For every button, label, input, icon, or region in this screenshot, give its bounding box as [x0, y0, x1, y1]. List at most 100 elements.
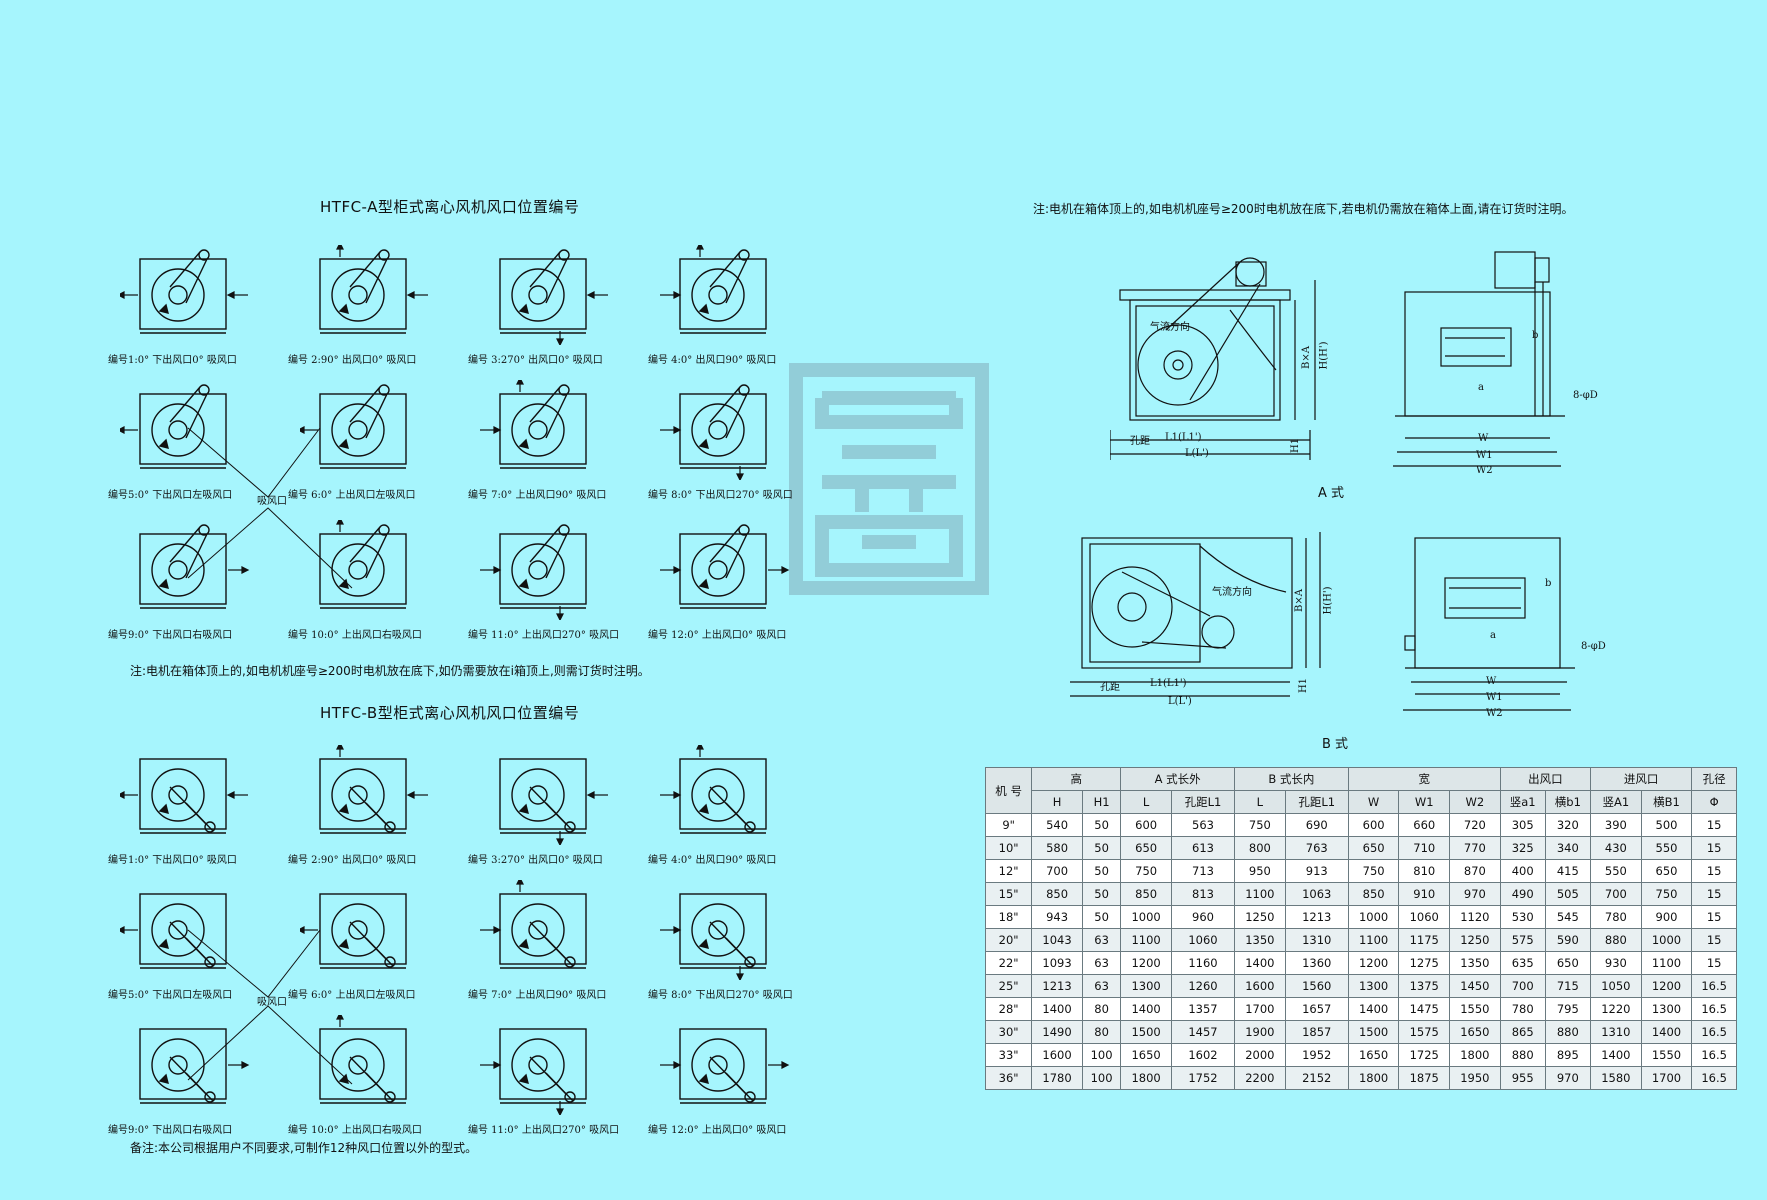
fan-position-diagram — [660, 893, 767, 980]
value-cell: 2152 — [1284, 1066, 1349, 1090]
value-cell: 650 — [1640, 859, 1693, 883]
b-hole-label: 孔距 — [1100, 682, 1120, 693]
table-group-header: 进风口 — [1590, 767, 1693, 791]
position-caption: 编号 11:0° 上出风口270° 吸风口 — [468, 1125, 620, 1136]
value-cell: 1100 — [1120, 928, 1172, 952]
style-b-side-view — [1070, 532, 1321, 697]
table-group-header: 出风口 — [1499, 767, 1592, 791]
value-cell: 590 — [1544, 928, 1592, 952]
fan-position-diagram — [480, 380, 587, 469]
table-group-header: 宽 — [1347, 767, 1501, 791]
value-cell: 1175 — [1398, 928, 1451, 952]
a-b-label: b — [1532, 330, 1539, 341]
value-cell: 1160 — [1170, 951, 1236, 975]
value-cell: 1550 — [1640, 1043, 1693, 1067]
value-cell: 100 — [1081, 1066, 1122, 1090]
value-cell: 1457 — [1170, 1020, 1236, 1044]
value-cell: 1375 — [1398, 974, 1451, 998]
value-cell: 930 — [1590, 951, 1642, 975]
position-caption: 编号 3:270° 出风口0° 吸风口 — [468, 355, 603, 366]
value-cell: 1500 — [1347, 1020, 1400, 1044]
value-cell: 1400 — [1120, 997, 1172, 1021]
value-cell: 1310 — [1590, 1020, 1642, 1044]
a-w2-label: W2 — [1476, 465, 1493, 476]
b-hh-label: H(H') — [1322, 586, 1334, 615]
position-caption: 编号9:0° 下出风口右吸风口 — [108, 630, 233, 641]
value-cell: 1063 — [1284, 882, 1349, 906]
position-caption: 编号 6:0° 上出风口左吸风口 — [288, 490, 416, 501]
fan-position-diagram — [480, 1028, 587, 1115]
value-cell: 880 — [1544, 1020, 1592, 1044]
position-caption: 编号 8:0° 下出风口270° 吸风口 — [648, 490, 793, 501]
position-caption: 编号 12:0° 上出风口0° 吸风口 — [648, 1125, 787, 1136]
value-cell: 550 — [1590, 859, 1642, 883]
position-caption: 编号 2:90° 出风口0° 吸风口 — [288, 855, 417, 866]
position-caption: 编号 3:270° 出风口0° 吸风口 — [468, 855, 603, 866]
table-sub-header: 孔距L1 — [1284, 790, 1349, 814]
table-sub-header: 竖A1 — [1590, 790, 1642, 814]
a-airflow-label: 气流方向 — [1150, 322, 1190, 333]
a-bxa-label: B×A — [1300, 346, 1312, 369]
value-cell: 1650 — [1449, 1020, 1501, 1044]
model-cell: 15" — [984, 882, 1033, 906]
value-cell: 530 — [1499, 905, 1546, 929]
position-caption: 编号5:0° 下出风口左吸风口 — [108, 990, 233, 1001]
table-sub-header: H1 — [1081, 790, 1122, 814]
model-cell: 9" — [984, 813, 1033, 837]
value-cell: 1580 — [1590, 1066, 1642, 1090]
value-cell: 750 — [1347, 859, 1400, 883]
value-cell: 650 — [1347, 836, 1400, 860]
value-cell: 1650 — [1347, 1043, 1400, 1067]
value-cell: 700 — [1499, 974, 1546, 998]
fan-position-diagram — [660, 524, 790, 609]
value-cell: 1800 — [1120, 1066, 1172, 1090]
value-cell: 2200 — [1234, 1066, 1286, 1090]
value-cell: 1050 — [1590, 974, 1642, 998]
value-cell: 970 — [1544, 1066, 1592, 1090]
style-a-label: A 式 — [1318, 486, 1345, 501]
value-cell: 15 — [1691, 836, 1737, 860]
fan-position-diagram — [120, 249, 248, 334]
value-cell: 1725 — [1398, 1043, 1451, 1067]
b-w2-label: W2 — [1486, 708, 1503, 719]
position-caption: 编号 2:90° 出风口0° 吸风口 — [288, 355, 417, 366]
a-suction-leader-lines — [187, 427, 353, 589]
value-cell: 910 — [1398, 882, 1451, 906]
value-cell: 850 — [1347, 882, 1400, 906]
table-sub-header: 横B1 — [1640, 790, 1693, 814]
model-cell: 22" — [984, 951, 1033, 975]
value-cell: 800 — [1234, 836, 1286, 860]
value-cell: 1550 — [1449, 997, 1501, 1021]
value-cell: 400 — [1499, 859, 1546, 883]
value-cell: 650 — [1544, 951, 1592, 975]
fan-position-diagram — [300, 893, 407, 969]
position-caption: 编号 12:0° 上出风口0° 吸风口 — [648, 630, 787, 641]
value-cell: 1360 — [1284, 951, 1349, 975]
position-caption: 编号 10:0° 上出风口右吸风口 — [288, 1125, 422, 1136]
value-cell: 63 — [1081, 928, 1122, 952]
value-cell: 1800 — [1449, 1043, 1501, 1067]
value-cell: 795 — [1544, 997, 1592, 1021]
b-w-label: W — [1486, 676, 1497, 687]
fan-position-diagram — [660, 1028, 790, 1104]
a-w-label: W — [1478, 433, 1489, 444]
value-cell: 305 — [1499, 813, 1546, 837]
style-b-front-view — [1403, 537, 1575, 711]
value-cell: 1300 — [1120, 974, 1172, 998]
b-l-label: L(L') — [1168, 696, 1192, 707]
value-cell: 943 — [1031, 905, 1083, 929]
value-cell: 850 — [1031, 882, 1083, 906]
table-sub-header: W1 — [1398, 790, 1451, 814]
value-cell: 1780 — [1031, 1066, 1083, 1090]
value-cell: 16.5 — [1691, 997, 1737, 1021]
table-group-header: 机 号 — [984, 767, 1033, 814]
value-cell: 1600 — [1234, 974, 1286, 998]
fan-position-diagram — [480, 524, 587, 620]
value-cell: 50 — [1081, 882, 1122, 906]
